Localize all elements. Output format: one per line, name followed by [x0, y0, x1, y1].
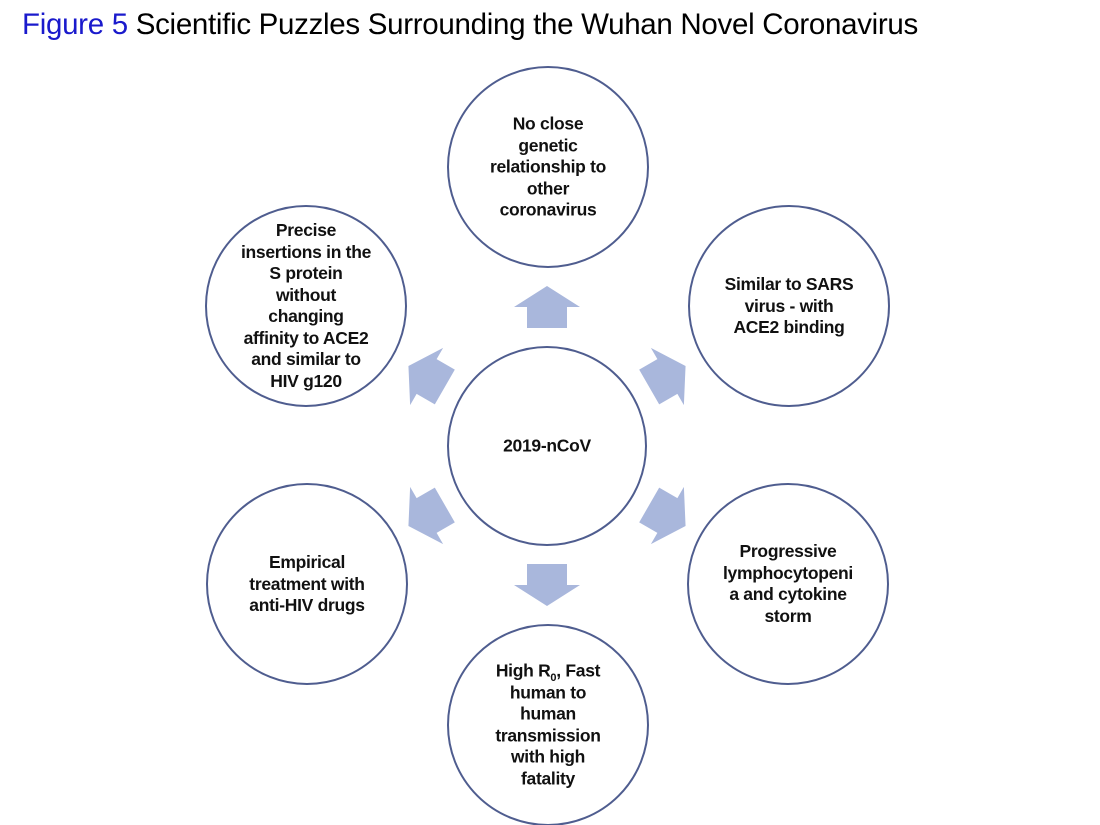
- r0-suffix: , Fast: [556, 660, 601, 681]
- node-line: insertions in the: [240, 241, 372, 262]
- arrow-top-icon: [514, 286, 580, 328]
- center-label-text: 2019-nCoV: [503, 435, 591, 456]
- node-circle-bottom: [447, 624, 649, 825]
- node-upper-left-text: Precise insertions in the S protein with…: [221, 220, 391, 392]
- node-line: S protein: [269, 263, 343, 283]
- node-line: genetic: [518, 134, 578, 155]
- node-bottom-text: High R0, Fast human to human transmissio…: [463, 661, 633, 790]
- arrow-bottom-icon: [514, 564, 580, 606]
- arrows-group: [408, 286, 686, 606]
- node-circle-top: [447, 66, 649, 268]
- node-top-text: No close genetic relationship to other c…: [463, 113, 633, 221]
- node-line: fatality: [520, 768, 575, 788]
- node-line: coronavirus: [499, 199, 597, 220]
- arrow-upper-left-icon: [408, 347, 455, 406]
- node-line: Precise: [275, 220, 337, 240]
- figure-title: Figure 5 Scientific Puzzles Surrounding …: [22, 8, 918, 42]
- node-circle-lower-left: [206, 483, 408, 685]
- r0-subscript: 0: [550, 672, 557, 684]
- node-circle-upper-right: [688, 205, 890, 407]
- node-line: No close: [512, 113, 584, 134]
- node-line: ACE2 binding: [733, 316, 845, 337]
- node-line: transmission: [495, 725, 601, 745]
- node-line: a and cytokine: [729, 584, 847, 604]
- figure-label: Figure 5: [22, 8, 128, 41]
- node-line: without: [275, 284, 337, 305]
- node-line: treatment with: [249, 573, 365, 594]
- node-line: with high: [510, 746, 586, 767]
- node-line: Empirical: [268, 551, 346, 572]
- node-circle-lower-right: [687, 483, 889, 685]
- node-line: human to: [509, 682, 587, 702]
- node-line: HIV g120: [270, 370, 342, 391]
- node-line: Progressive: [739, 541, 837, 561]
- arrow-upper-right-icon: [639, 347, 686, 406]
- node-line: virus - with: [744, 295, 834, 316]
- node-lower-right-text: Progressive lymphocytopeni a and cytokin…: [703, 541, 873, 627]
- node-upper-right-text: Similar to SARS virus - with ACE2 bindin…: [704, 274, 874, 339]
- node-line: storm: [764, 605, 812, 626]
- node-line: changing: [268, 306, 344, 326]
- node-line: High R0, Fast: [463, 660, 633, 684]
- node-lower-left-text: Empirical treatment with anti-HIV drugs: [222, 552, 392, 617]
- figure-title-text: Scientific Puzzles Surrounding the Wuhan…: [135, 8, 919, 41]
- center-circle: [447, 346, 647, 546]
- arrow-lower-left-icon: [408, 486, 455, 545]
- arrow-lower-right-icon: [639, 486, 686, 545]
- node-line: lymphocytopeni: [723, 562, 853, 583]
- node-line: relationship to: [489, 156, 607, 177]
- node-line: human: [520, 703, 576, 724]
- node-line: Similar to SARS: [724, 273, 854, 294]
- center-label: 2019-nCoV: [462, 435, 632, 457]
- r0-prefix: High R: [495, 660, 551, 681]
- node-line: affinity to ACE2: [243, 327, 369, 348]
- node-line: and similar to: [251, 349, 361, 369]
- node-line: other: [526, 177, 570, 198]
- node-line: anti-HIV drugs: [249, 594, 365, 615]
- node-circle-upper-left: [205, 205, 407, 407]
